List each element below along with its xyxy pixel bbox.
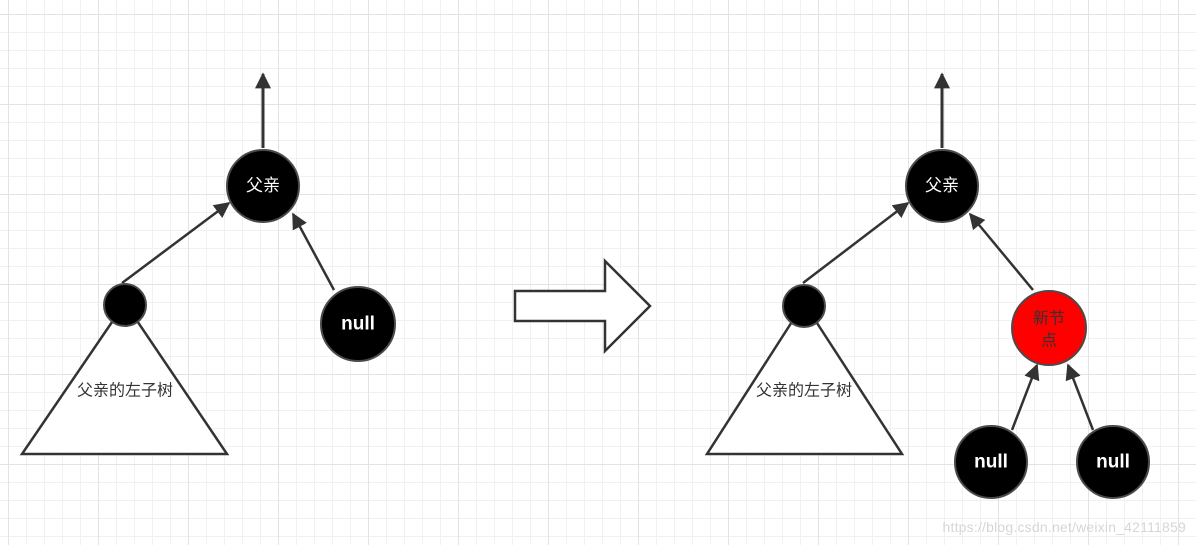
right-subtree-triangle — [704, 300, 905, 456]
parent-node — [905, 149, 979, 223]
null-left-node — [954, 425, 1028, 499]
edge-null-left-to-new — [1010, 363, 1040, 431]
null-right-label: null — [1096, 452, 1130, 473]
left-subtree-label: 父亲的左子树 — [77, 381, 173, 400]
block-right-arrow-icon — [513, 257, 652, 355]
new-node — [1011, 290, 1087, 366]
right-subtree-label: 父亲的左子树 — [756, 381, 852, 400]
before-diagram: 父亲的左子树 父亲 null — [19, 72, 396, 456]
parent-node — [226, 149, 300, 223]
edge-subtree-to-parent — [121, 201, 231, 285]
null-node-label: null — [341, 314, 375, 335]
left-subtree-triangle — [19, 300, 230, 456]
new-node-label-line1: 新节 — [1033, 309, 1065, 328]
watermark: https://blog.csdn.net/weixin_42111859 — [942, 519, 1186, 535]
after-diagram: 父亲的左子树 父亲 新节 点 null null — [704, 72, 1150, 499]
edge-null-to-parent — [291, 212, 336, 291]
null-right-node — [1076, 425, 1150, 499]
edge-null-right-to-new — [1065, 363, 1095, 431]
null-node — [320, 286, 396, 362]
new-node-label-line2: 点 — [1041, 331, 1057, 350]
edge-new-node-to-parent — [968, 212, 1034, 291]
parent-node-label: 父亲 — [246, 176, 280, 196]
parent-node-label: 父亲 — [925, 176, 959, 196]
subtree-root-node — [103, 283, 147, 327]
subtree-root-node — [782, 284, 826, 328]
edge-subtree-to-parent — [802, 202, 910, 284]
null-left-label: null — [974, 452, 1008, 473]
